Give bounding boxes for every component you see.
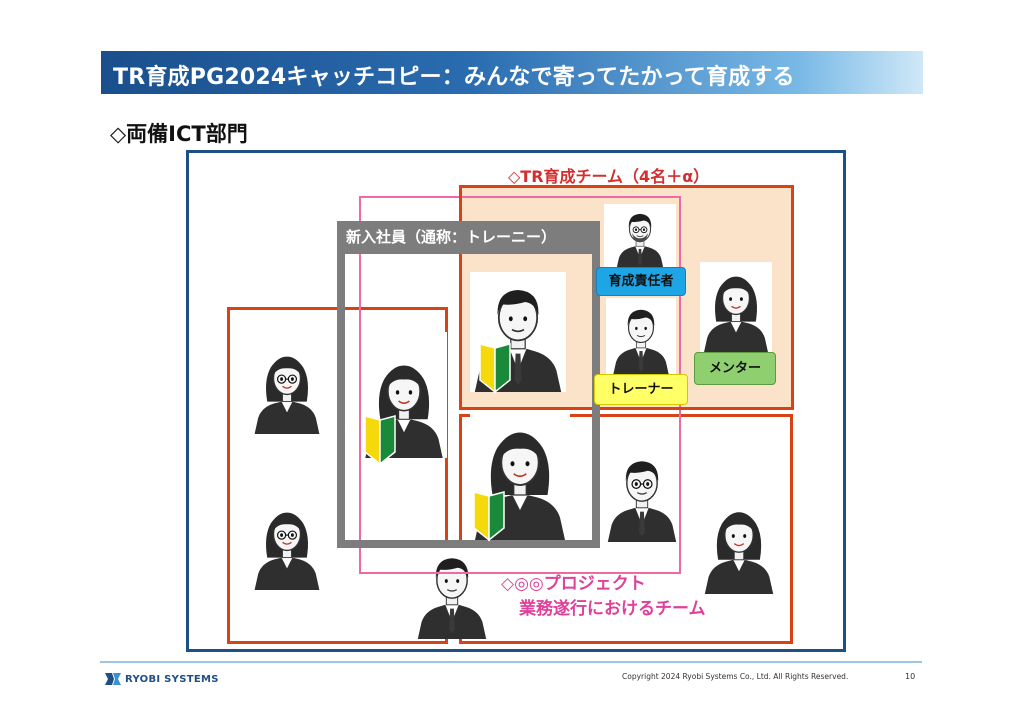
company-logo: RYOBI SYSTEMS xyxy=(105,673,219,685)
person-woman-icon xyxy=(700,262,772,354)
person-man-icon xyxy=(414,543,490,639)
slide-title: TR育成PG2024キャッチコピー：みんなで寄ってたかって育成する xyxy=(113,65,795,90)
tr-team-box xyxy=(459,185,794,410)
person-man-icon xyxy=(604,204,676,270)
project-sublabel: 業務遂行におけるチーム xyxy=(519,599,706,619)
person-woman-icon xyxy=(701,484,777,594)
page-number: 10 xyxy=(905,672,916,681)
beginner-mark-icon xyxy=(478,342,512,394)
mentor-badge: メンター xyxy=(694,352,776,385)
bottom-team-box xyxy=(459,414,793,644)
person-man-icon xyxy=(606,298,676,376)
trainee-box xyxy=(337,221,600,548)
project-label: ◇◎◎プロジェクト xyxy=(501,574,646,594)
section-title: ◇両備ICT部門 xyxy=(110,122,248,146)
ryobi-logo-icon xyxy=(105,673,121,685)
person-man-icon xyxy=(604,438,680,542)
logo-text: RYOBI SYSTEMS xyxy=(125,673,219,685)
tr-team-label: ◇TR育成チーム（4名＋α） xyxy=(508,167,710,186)
title-bar: TR育成PG2024キャッチコピー：みんなで寄ってたかって育成する xyxy=(101,51,923,94)
beginner-mark-icon xyxy=(363,414,397,466)
trainee-label: 新入社員（通称：トレーニー） xyxy=(346,228,557,246)
beginner-mark-icon xyxy=(472,490,506,542)
person-woman-icon xyxy=(251,482,323,590)
trainer-badge: トレーナー xyxy=(594,374,688,405)
copyright: Copyright 2024 Ryobi Systems Co., Ltd. A… xyxy=(622,672,849,681)
person-woman-icon xyxy=(251,326,323,434)
trainee-header xyxy=(337,221,600,254)
footer-divider xyxy=(100,661,922,663)
department-box xyxy=(186,150,846,652)
supervisor-badge: 育成責任者 xyxy=(596,267,686,296)
